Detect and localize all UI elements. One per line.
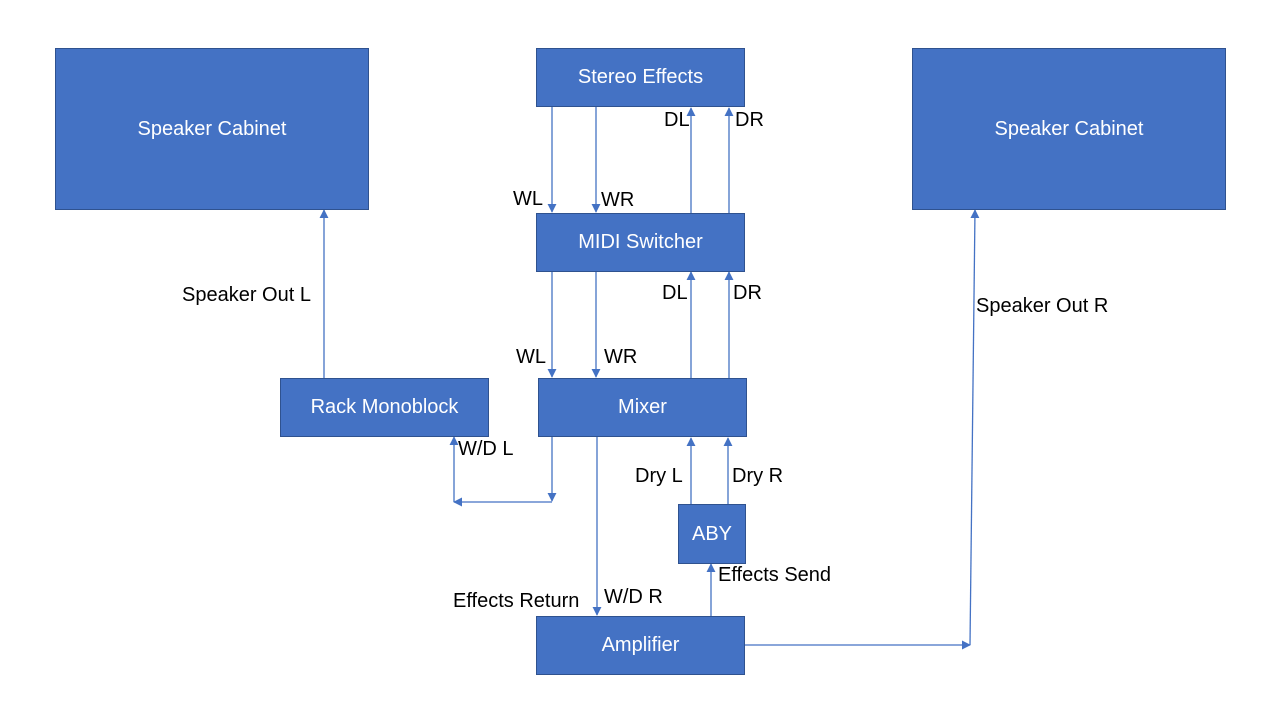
- label-wd-l: W/D L: [458, 438, 514, 460]
- label-wl-top: WL: [513, 188, 543, 210]
- label-effects-return: Effects Return: [453, 590, 580, 612]
- label-wr-mid: WR: [604, 346, 638, 368]
- label-wd-r: W/D R: [604, 586, 663, 608]
- speaker-cabinet-right-box: Speaker Cabinet: [912, 48, 1226, 210]
- label-dl-top: DL: [664, 109, 690, 131]
- rack-monoblock-box: Rack Monoblock: [280, 378, 489, 437]
- label-dr-top: DR: [735, 109, 764, 131]
- stereo-effects-box: Stereo Effects: [536, 48, 745, 107]
- amplifier-box: Amplifier: [536, 616, 745, 675]
- label-wl-mid: WL: [516, 346, 546, 368]
- label-dr-mid: DR: [733, 282, 762, 304]
- label-speaker-out-r: Speaker Out R: [976, 295, 1109, 317]
- mixer-box: Mixer: [538, 378, 747, 437]
- wire-speaker-out-r-up: [969, 209, 980, 646]
- label-wr-top: WR: [601, 189, 635, 211]
- label-effects-send: Effects Send: [718, 564, 832, 586]
- label-dry-r: Dry R: [732, 465, 784, 487]
- aby-box: ABY: [678, 504, 746, 564]
- midi-switcher-box: MIDI Switcher: [536, 213, 745, 272]
- label-dry-l: Dry L: [635, 465, 683, 487]
- label-dl-mid: DL: [662, 282, 688, 304]
- label-speaker-out-l: Speaker Out L: [182, 284, 311, 306]
- speaker-cabinet-left-box: Speaker Cabinet: [55, 48, 369, 210]
